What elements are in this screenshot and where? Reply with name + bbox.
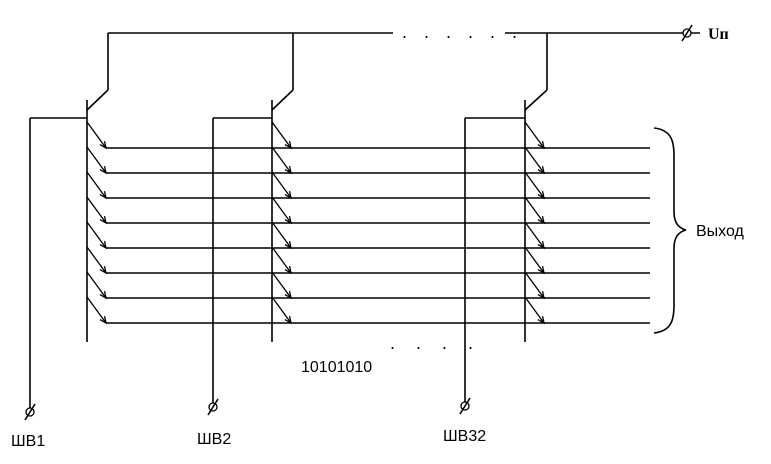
col-3-emitter-arrow-1 [537,141,545,150]
col-1-emitter-arrow-8 [99,316,107,325]
col-1-emitter-6 [86,246,107,274]
output-label: Выход [696,223,745,240]
columns-ellipsis: . . . . [390,333,481,353]
col-1-emitter-arrow-6 [99,266,107,275]
col-2-emitter-arrow-8 [284,316,292,325]
col-2-emitter-arrow-7 [284,291,292,300]
col-2-emitter-8 [271,296,292,324]
col-1-emitter-3 [86,171,107,199]
column-label-shv32: ШВ32 [443,428,486,445]
col-3-emitter-1 [524,121,545,149]
col-1-emitter-4 [86,196,107,224]
col-2-emitter-3 [271,171,292,199]
col-1-emitter-1 [86,121,107,149]
col-2-emitter-4 [271,196,292,224]
col-3-emitter-3 [524,171,545,199]
col-2-input-terminal-slash [207,398,219,416]
col-3-emitter-5 [524,221,545,249]
col-1-emitter-arrow-5 [99,241,107,250]
col-3-emitter-arrow-4 [537,216,545,225]
col-1-input-terminal-slash [24,403,36,421]
col-2-emitter-arrow-1 [284,141,292,150]
transistor-array [24,33,650,421]
col-2-emitter-arrow-2 [284,166,292,175]
col-2-collector [271,89,294,111]
column-label-shv2: ШВ2 [197,431,231,448]
col-2-emitter-5 [271,221,292,249]
col-3-emitter-arrow-7 [537,291,545,300]
col-2-emitter-arrow-3 [284,191,292,200]
col-3-emitter-2 [524,146,545,174]
col-1-emitter-arrow-7 [99,291,107,300]
col-2-emitter-arrow-4 [284,216,292,225]
col-1-emitter-arrow-1 [99,141,107,150]
column-label-shv1: ШВ1 [11,433,45,450]
supply-label: Uп [708,26,729,43]
col-2-emitter-6 [271,246,292,274]
col-3-emitter-7 [524,271,545,299]
col-1-emitter-5 [86,221,107,249]
col-3-emitter-arrow-5 [537,241,545,250]
col-1-collector [86,89,109,111]
col-2-emitter-2 [271,146,292,174]
col-1-emitter-arrow-3 [99,191,107,200]
col-3-emitter-arrow-6 [537,266,545,275]
col-1-emitter-7 [86,271,107,299]
col-3-emitter-6 [524,246,545,274]
col-1-emitter-arrow-4 [99,216,107,225]
col-3-emitter-8 [524,296,545,324]
col-1-emitter-arrow-2 [99,166,107,175]
col-3-input-terminal-slash [459,397,471,415]
col-3-emitter-arrow-2 [537,166,545,175]
col-3-emitter-4 [524,196,545,224]
col-2-emitter-arrow-5 [284,241,292,250]
col-3-emitter-arrow-3 [537,191,545,200]
bit-pattern-label: 10101010 [301,359,372,376]
supply-bus-ellipsis: . . . . . . [402,22,523,42]
col-3-collector [524,89,548,111]
col-1-emitter-2 [86,146,107,174]
col-2-emitter-1 [271,121,292,149]
supply-terminal-slash [681,24,693,42]
col-2-emitter-arrow-6 [284,266,292,275]
col-1-emitter-8 [86,296,107,324]
col-2-emitter-7 [271,271,292,299]
col-3-emitter-arrow-8 [537,316,545,325]
output-brace [653,127,687,334]
